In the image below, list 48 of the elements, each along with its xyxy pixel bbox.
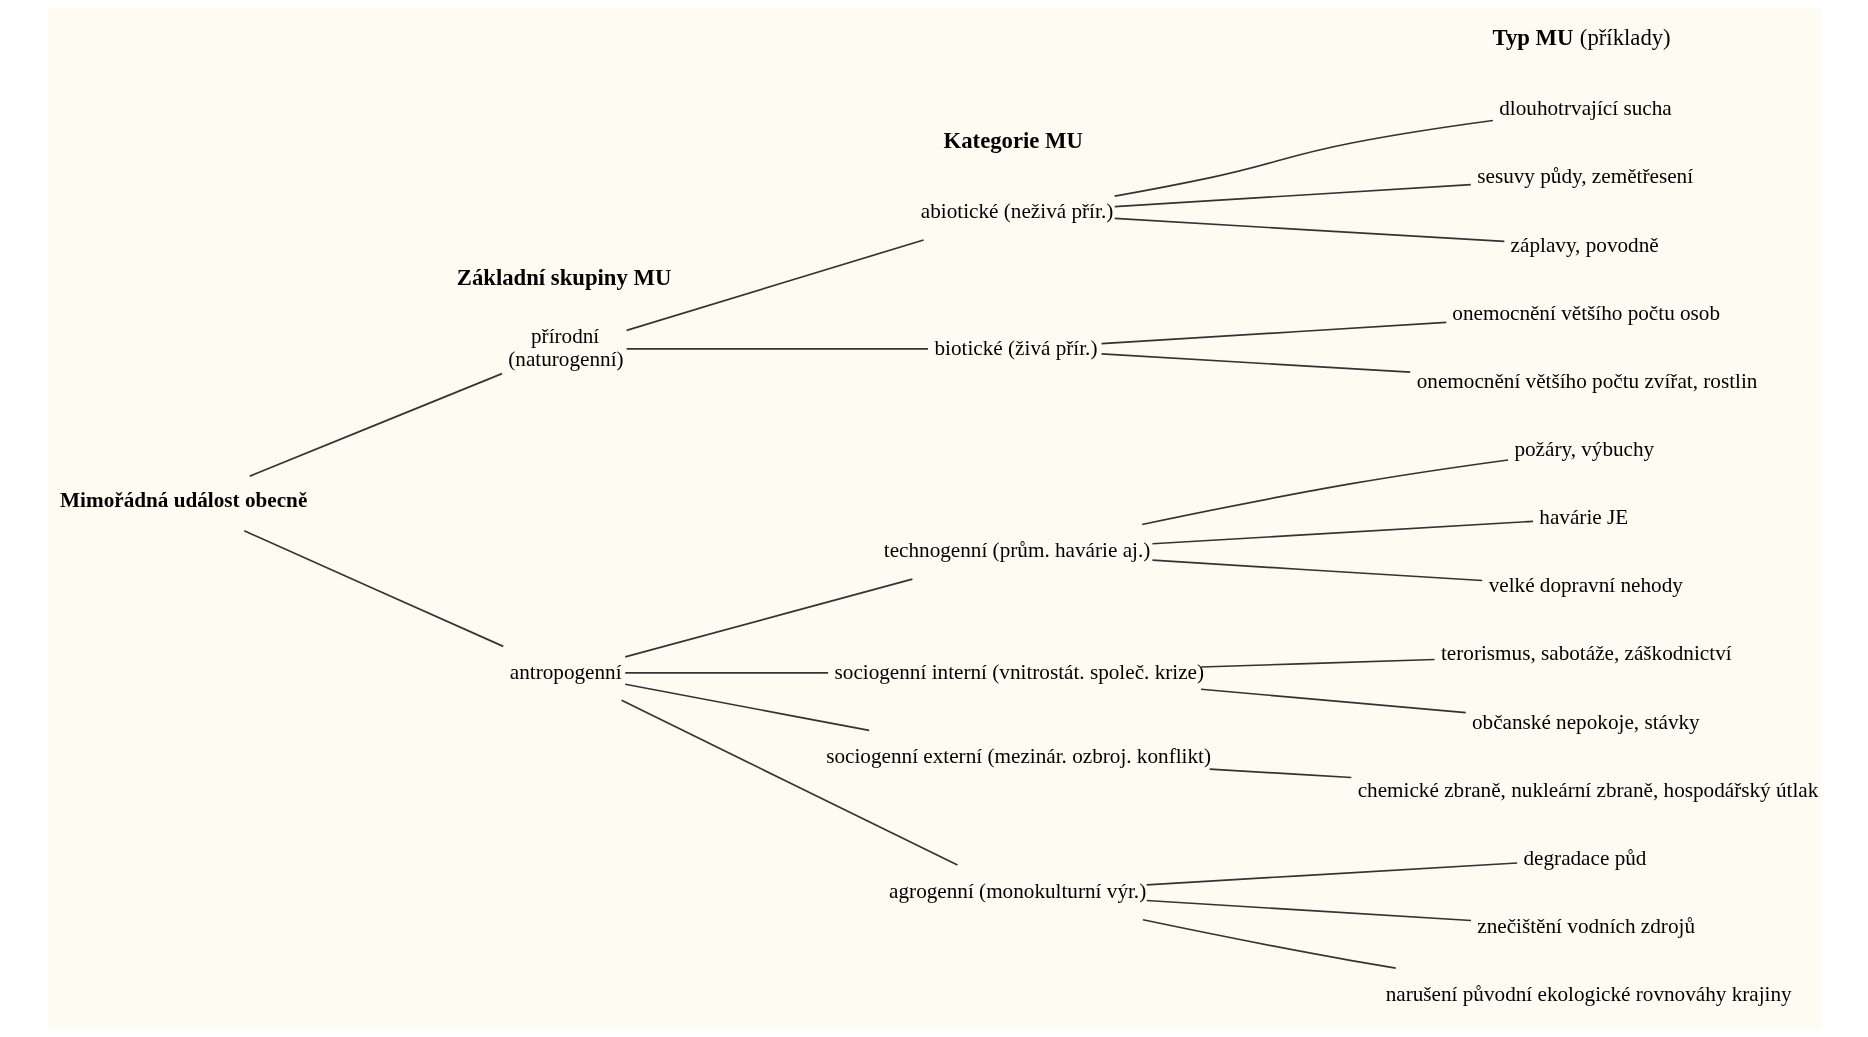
node-text: narušení původní ekologické rovnováhy krajiny bbox=[1385, 982, 1792, 1007]
connector bbox=[1113, 217, 1505, 243]
node-text: sociogenní externí (mezinár. ozbroj. konflikt) bbox=[825, 744, 1211, 769]
label: Kategorie MU bbox=[943, 128, 1083, 154]
connector bbox=[242, 529, 504, 648]
connector bbox=[248, 372, 503, 477]
connector bbox=[1113, 183, 1472, 208]
connector bbox=[623, 672, 829, 674]
node-text: dlouhotrvající sucha bbox=[1498, 96, 1672, 121]
connector bbox=[620, 699, 958, 866]
connector bbox=[623, 578, 913, 658]
connector bbox=[1141, 918, 1397, 969]
node-text: sociogenní interní (vnitrostát. společ. krize) bbox=[834, 659, 1204, 684]
connector bbox=[1100, 353, 1411, 373]
connector bbox=[623, 683, 870, 732]
connector bbox=[1151, 520, 1534, 545]
node-text: sesuvy půdy, zemětřesení bbox=[1476, 164, 1693, 189]
label: Základní skupiny MU bbox=[456, 264, 671, 290]
node-text: Mimořádná událost obecně bbox=[59, 488, 307, 513]
connector bbox=[1113, 119, 1494, 197]
node-text: požáry, výbuchy bbox=[1513, 436, 1654, 461]
node-text: záplavy, povodně bbox=[1510, 232, 1659, 257]
node-text: terorismus, sabotáže, záškodnictví bbox=[1440, 641, 1732, 666]
node-text: občanské nepokoje, stávky bbox=[1471, 709, 1700, 734]
node-text: havárie JE bbox=[1538, 505, 1628, 530]
node-text: biotické (živá přír.) bbox=[934, 335, 1097, 360]
connector bbox=[1145, 899, 1472, 922]
connector bbox=[1100, 321, 1447, 345]
node-text: degradace půd bbox=[1522, 845, 1646, 870]
connector bbox=[625, 348, 929, 350]
connector bbox=[1145, 862, 1518, 886]
connector bbox=[625, 239, 924, 332]
connector bbox=[1199, 658, 1435, 668]
connector bbox=[1208, 768, 1352, 779]
connector bbox=[1140, 459, 1509, 526]
node-text: antropogenní bbox=[509, 659, 622, 684]
label: Typ MU (příklady) bbox=[1491, 25, 1671, 51]
node-text: znečištění vodních zdrojů bbox=[1476, 913, 1695, 938]
node-text: abiotické (neživá přír.) bbox=[920, 199, 1113, 224]
node-text: agrogenní (monokulturní výr.) bbox=[888, 879, 1146, 904]
connector bbox=[1151, 559, 1483, 582]
node-text: onemocnění většího počtu zvířat, rostlin bbox=[1416, 368, 1757, 393]
node-text: chemické zbraně, nukleární zbraně, hospodářský útlak bbox=[1357, 777, 1818, 802]
node-text: technogenní (prům. havárie aj.) bbox=[883, 538, 1150, 563]
node-text: onemocnění většího počtu osob bbox=[1451, 300, 1720, 325]
connector bbox=[1199, 688, 1467, 714]
node-text: přírodní (naturogenní) bbox=[507, 324, 624, 371]
node-text: velké dopravní nehody bbox=[1488, 573, 1683, 598]
